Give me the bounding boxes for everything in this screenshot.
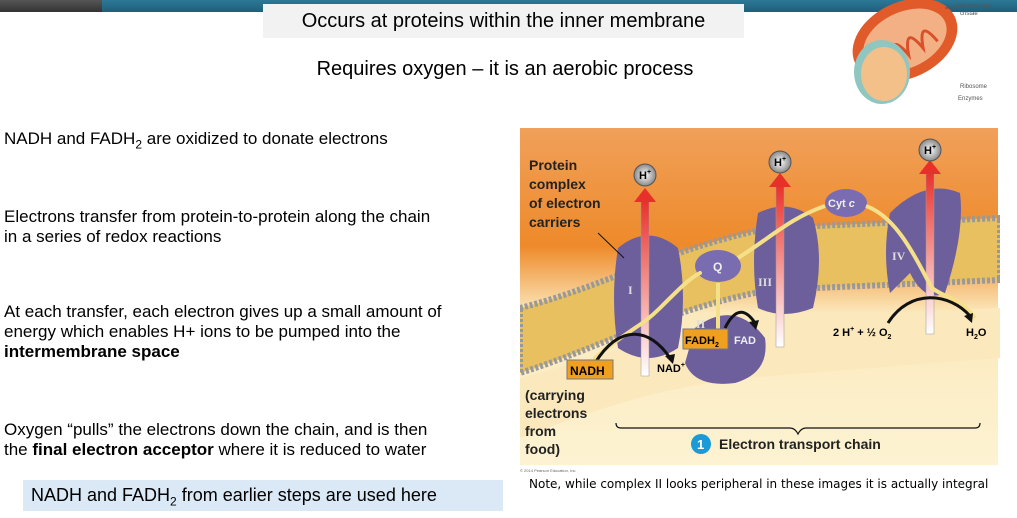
bracket xyxy=(615,422,981,436)
svg-text:Protein: Protein xyxy=(529,157,577,173)
complex-IV xyxy=(886,188,961,296)
svg-text:2 H+ + ½ O2: 2 H+ + ½ O2 xyxy=(833,326,892,341)
svg-text:Enzymes: Enzymes xyxy=(958,96,983,102)
svg-text:food): food) xyxy=(525,441,560,457)
svg-text:I: I xyxy=(628,283,633,297)
svg-text:NAD+: NAD+ xyxy=(657,362,685,375)
footnote: Note, while complex II looks peripheral … xyxy=(529,477,989,491)
svg-text:H+: H+ xyxy=(924,144,936,157)
bullet-2: Electrons transfer from protein-to-prote… xyxy=(4,207,431,246)
svg-text:(carrying: (carrying xyxy=(525,387,585,403)
header-subtitle: Requires oxygen – it is an aerobic proce… xyxy=(316,58,694,80)
svg-text:II: II xyxy=(696,317,706,331)
svg-text:of electron: of electron xyxy=(529,195,601,211)
bullet-1: NADH and FADH2 are oxidized to donate el… xyxy=(4,129,388,152)
mitochondrion-image: Mitochondrial cristae Ribosome Enzymes xyxy=(852,0,992,104)
svg-text:© 2014 Pearson Education, Inc.: © 2014 Pearson Education, Inc. xyxy=(520,468,577,473)
svg-text:from: from xyxy=(525,423,556,439)
cytochrome-c xyxy=(825,189,867,217)
svg-text:Mitochondrial: Mitochondrial xyxy=(956,4,992,10)
svg-text:NADH: NADH xyxy=(570,364,605,378)
svg-text:cristae: cristae xyxy=(960,11,978,17)
svg-text:Q: Q xyxy=(713,260,722,274)
svg-text:electrons: electrons xyxy=(525,405,587,421)
svg-text:H+: H+ xyxy=(774,156,786,169)
membrane xyxy=(520,214,1000,377)
svg-text:complex: complex xyxy=(529,176,586,192)
top-bar-dark xyxy=(0,0,102,12)
note-box: NADH and FADH2 from earlier steps are us… xyxy=(23,480,503,511)
ubiquinone-q xyxy=(695,250,741,282)
svg-text:Electron transport chain: Electron transport chain xyxy=(719,436,881,452)
svg-text:IV: IV xyxy=(892,249,906,263)
svg-text:FADH2: FADH2 xyxy=(685,335,719,349)
svg-text:FAD: FAD xyxy=(734,335,756,347)
bullet-4: Oxygen “pulls” the electrons down the ch… xyxy=(4,420,428,459)
svg-text:III: III xyxy=(758,275,772,289)
complex-III xyxy=(754,206,819,314)
bullet-3: At each transfer, each electron gives up… xyxy=(4,302,442,361)
svg-text:Cyt c: Cyt c xyxy=(828,198,855,210)
svg-text:H2O: H2O xyxy=(966,327,987,341)
electron-transport-chain-diagram: H+ H+ H+ I II III IV Q Cyt c Protein com… xyxy=(520,128,1000,473)
svg-text:carriers: carriers xyxy=(529,214,581,230)
header-title: Occurs at proteins within the inner memb… xyxy=(263,4,744,38)
svg-text:Ribosome: Ribosome xyxy=(960,84,988,90)
svg-text:H+: H+ xyxy=(639,169,651,182)
proton-pump-arrows xyxy=(634,160,941,377)
svg-text:1: 1 xyxy=(697,437,704,452)
